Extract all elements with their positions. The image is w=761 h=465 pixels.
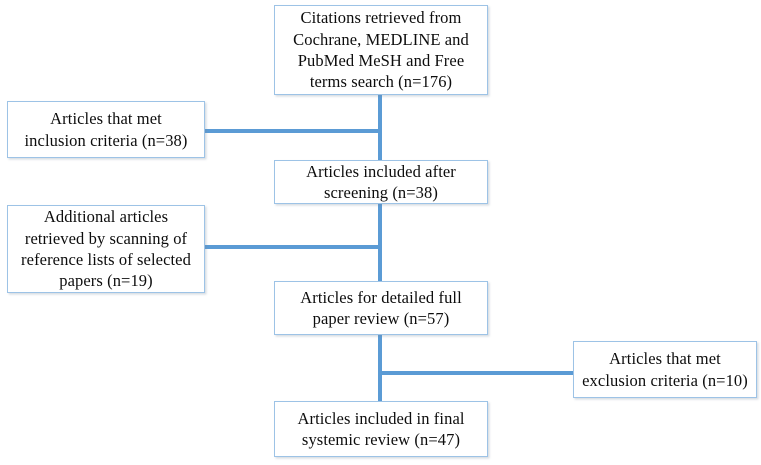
node-citations-retrieved-label: Citations retrieved from Cochrane, MEDLI… bbox=[293, 8, 469, 92]
connector-trunk-to-exclusion bbox=[378, 371, 575, 375]
connector-fullreview-to-final bbox=[378, 334, 382, 402]
node-met-exclusion-criteria: Articles that met exclusion criteria (n=… bbox=[573, 341, 757, 398]
node-citations-retrieved: Citations retrieved from Cochrane, MEDLI… bbox=[274, 5, 488, 95]
node-met-exclusion-criteria-label: Articles that met exclusion criteria (n=… bbox=[582, 349, 748, 390]
node-detailed-full-paper-review-label: Articles for detailed full paper review … bbox=[300, 287, 462, 328]
connector-screening-to-fullreview bbox=[378, 203, 382, 281]
node-additional-articles-label: Additional articles retrieved by scannin… bbox=[21, 207, 191, 291]
connector-citations-to-screening bbox=[378, 94, 382, 162]
node-met-inclusion-criteria: Articles that met inclusion criteria (n=… bbox=[7, 101, 205, 158]
connector-inclusion-to-trunk bbox=[205, 129, 382, 133]
node-included-after-screening: Articles included after screening (n=38) bbox=[274, 160, 488, 204]
node-met-inclusion-criteria-label: Articles that met inclusion criteria (n=… bbox=[24, 109, 188, 150]
connector-additional-to-trunk bbox=[205, 245, 382, 249]
node-included-final-review-label: Articles included in final systemic revi… bbox=[297, 408, 465, 449]
node-detailed-full-paper-review: Articles for detailed full paper review … bbox=[274, 281, 488, 335]
node-additional-articles: Additional articles retrieved by scannin… bbox=[7, 205, 205, 293]
node-included-final-review: Articles included in final systemic revi… bbox=[274, 401, 488, 457]
node-included-after-screening-label: Articles included after screening (n=38) bbox=[306, 161, 456, 202]
